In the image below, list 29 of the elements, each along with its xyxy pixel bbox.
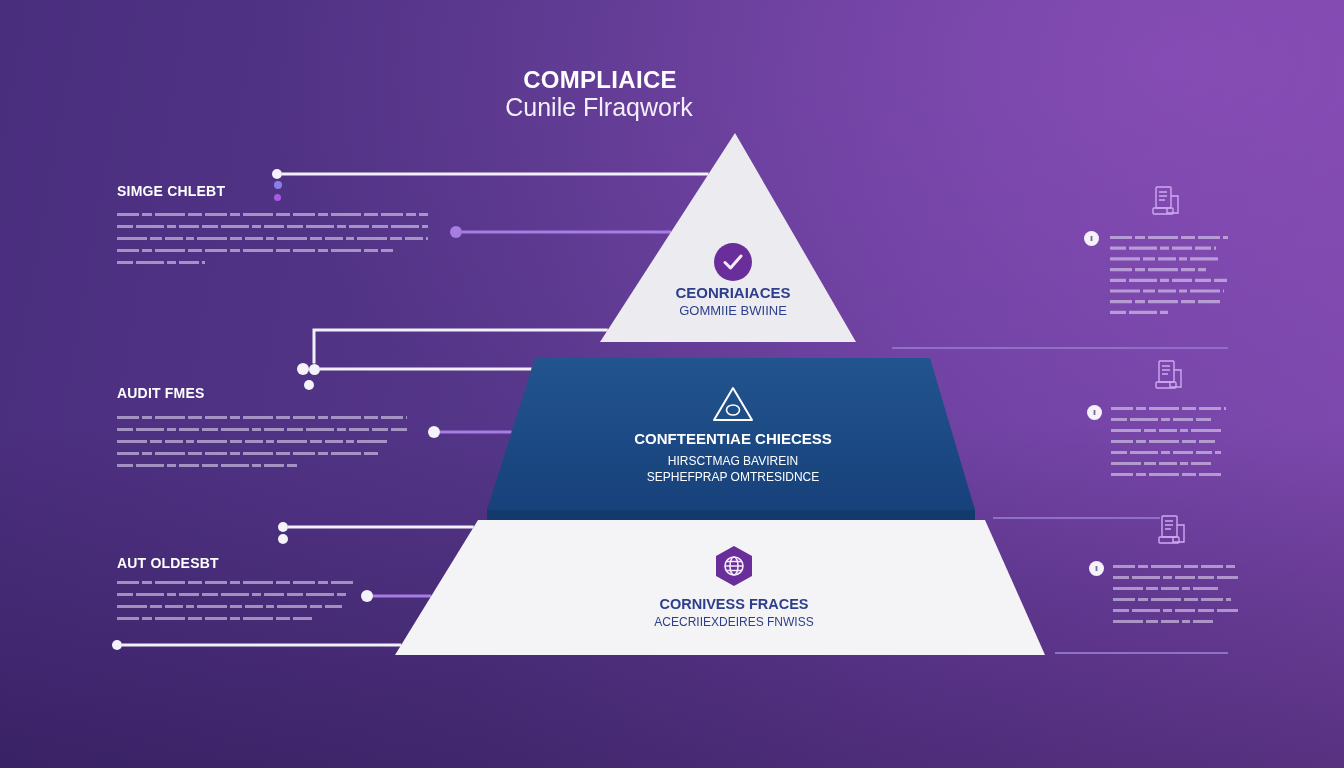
connector-dot	[308, 363, 320, 375]
section-heading: AUT OLDESBT	[117, 555, 219, 571]
connector-dot	[361, 590, 373, 602]
leader-line	[462, 230, 672, 234]
subtitle: Cunile Flraqwork	[505, 93, 693, 122]
leader-line	[373, 594, 432, 598]
section-heading: AUDIT FMES	[117, 385, 205, 401]
connector-dot	[450, 226, 462, 238]
tier-subtitle: ACECRIIEXDEIRES FNWISS	[654, 614, 814, 630]
leader-line	[282, 172, 709, 176]
leader-line	[440, 430, 512, 434]
connector-dot	[428, 426, 440, 438]
tier-title: CEONRIAIACES	[675, 283, 791, 302]
connector-dot	[112, 640, 122, 650]
pyramid-tier	[600, 133, 856, 342]
leader-line	[122, 643, 402, 647]
connector-dot	[272, 169, 282, 179]
tier-subtitle: HIRSCTMAG BAVIREIN SEPHEFPRAP OMTRESIDNCE	[645, 453, 821, 485]
section-heading: SIMGE CHLEBT	[117, 183, 226, 199]
leader-line	[288, 525, 474, 529]
tier-title: CONFTEENTIAE CHIECESS	[634, 429, 832, 448]
pyramid-tier	[487, 358, 975, 510]
connector-dot	[278, 522, 288, 532]
tier-title: CORNIVESS FRACES	[659, 595, 809, 614]
leader-line	[319, 367, 532, 371]
title: COMPLIAICE	[523, 66, 677, 94]
leader-line	[312, 328, 608, 364]
pyramid-tier	[395, 520, 1045, 655]
tier-subtitle: GOMMIIE BWIINE	[679, 302, 787, 319]
